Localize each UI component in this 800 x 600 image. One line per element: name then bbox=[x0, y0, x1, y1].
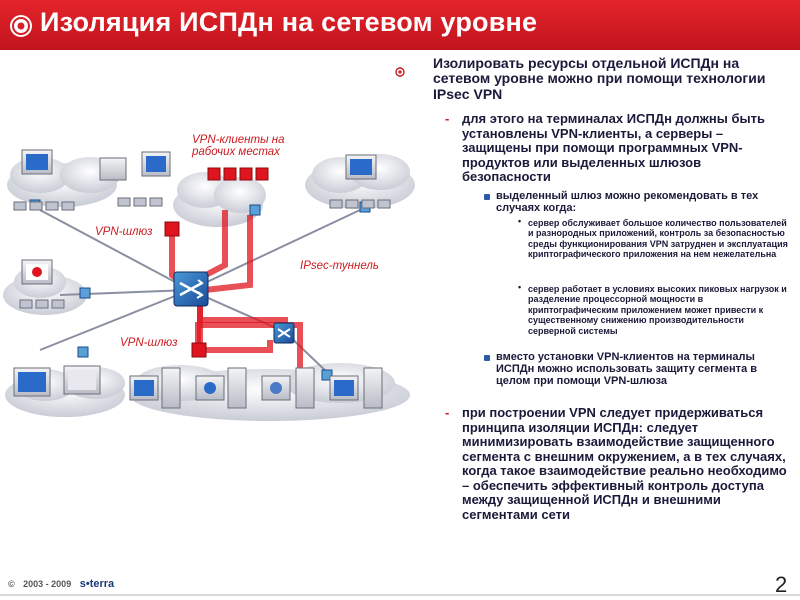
square-bullet bbox=[484, 355, 490, 361]
copyright-symbol: © bbox=[8, 579, 15, 589]
vpn-clients-label: VPN-клиенты на рабочих местах bbox=[192, 134, 285, 158]
square-bullet bbox=[484, 194, 490, 200]
page-title: Изоляция ИСПДн на сетевом уровне bbox=[40, 7, 538, 37]
page-number: 2 bbox=[775, 572, 788, 597]
item-a1-1-text: сервер обслуживает большое количество по… bbox=[528, 218, 788, 260]
vpn-client-icons bbox=[207, 167, 269, 181]
vpn-gateway-top-box bbox=[164, 221, 180, 237]
item-a1-text: выделенный шлюз можно рекомендовать в те… bbox=[496, 190, 759, 214]
keyboard-icons bbox=[13, 197, 391, 309]
globe-bullet-icon bbox=[10, 15, 32, 37]
brand-logo: s•terra bbox=[79, 578, 115, 590]
footer-logo: © 2003 - 2009 s•terra bbox=[8, 578, 114, 590]
server-icons bbox=[161, 367, 383, 409]
footer-years: 2003 - 2009 bbox=[23, 579, 72, 589]
dash-bullet: - bbox=[445, 111, 450, 126]
vpn-gateway-bottom-box bbox=[191, 342, 207, 358]
dash-bullet: - bbox=[445, 405, 450, 420]
central-switch-icon bbox=[173, 271, 209, 307]
item-b-text: при построении VPN следует придерживатьс… bbox=[462, 405, 787, 522]
ipsec-tunnel-label: IPsec-туннель bbox=[300, 260, 379, 272]
footer-divider bbox=[0, 594, 800, 596]
dot-bullet: • bbox=[518, 216, 522, 226]
network-diagram: VPN-клиенты на рабочих местах VPN-шлюз I… bbox=[0, 50, 420, 430]
slide-header: Изоляция ИСПДн на сетевом уровне bbox=[0, 0, 800, 50]
item-a-text: для этого на терминалах ИСПДн должны быт… bbox=[462, 111, 765, 184]
item-a1-2-text: сервер работает в условиях высоких пиков… bbox=[528, 284, 787, 336]
vpn-gateway-top-label: VPN-шлюз bbox=[95, 226, 153, 238]
workstation-icons bbox=[13, 149, 377, 401]
item-a2-text: вместо установки VPN-клиентов на термина… bbox=[496, 351, 758, 387]
vpn-gateway-bottom-label: VPN-шлюз bbox=[120, 337, 178, 349]
cloud-top-center bbox=[173, 172, 266, 227]
level1-text: Изолировать ресурсы отдельной ИСПДн на с… bbox=[433, 55, 766, 102]
secondary-switch-icon bbox=[273, 322, 295, 344]
bullet-circle-icon bbox=[395, 67, 405, 77]
dot-bullet: • bbox=[518, 282, 522, 292]
